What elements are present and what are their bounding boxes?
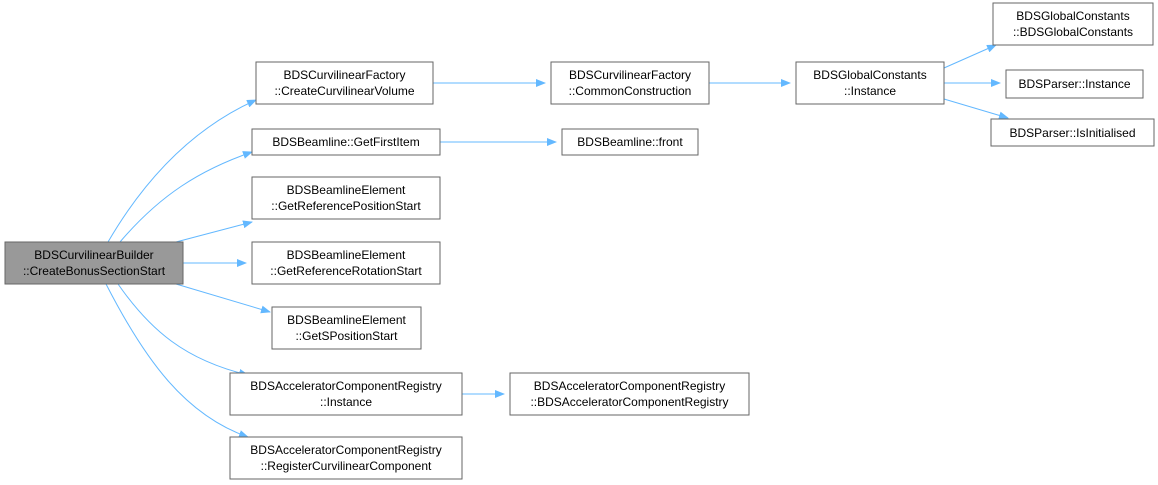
node-global-constants-instance[interactable]: BDSGlobalConstants ::Instance	[795, 61, 945, 105]
node-registry-ctor-line-2: ::BDSAcceleratorComponentRegistry	[530, 395, 728, 409]
node-registry-ctor-line-1: BDSAcceleratorComponentRegistry	[534, 379, 725, 393]
node-get-first-item[interactable]: BDSBeamline::GetFirstItem	[251, 128, 441, 156]
edge-root-to-create-curvilinear-volume	[107, 99, 257, 243]
node-parser-instance-label: BDSParser::Instance	[1018, 77, 1130, 91]
node-ref-position-start-line-1: BDSBeamlineElement	[287, 183, 406, 197]
node-global-constants-instance-line-1: BDSGlobalConstants	[813, 68, 926, 82]
node-ref-position-start-line-2: ::GetReferencePositionStart	[271, 199, 421, 213]
edge-root-to-register-curvilinear	[105, 283, 249, 438]
edge-root-to-get-first-item	[119, 151, 253, 243]
node-common-construction-line-1: BDSCurvilinearFactory	[569, 68, 691, 82]
node-parser-is-initialised[interactable]: BDSParser::IsInitialised	[990, 118, 1155, 147]
node-s-position-start-line-1: BDSBeamlineElement	[287, 313, 406, 327]
edge-root-to-ref-position-start	[175, 220, 253, 243]
node-register-curvilinear-line-2: ::RegisterCurvilinearComponent	[261, 459, 432, 473]
node-parser-is-initialised-label: BDSParser::IsInitialised	[1009, 126, 1135, 140]
node-parser-instance[interactable]: BDSParser::Instance	[1005, 69, 1144, 99]
node-s-position-start-line-2: ::GetSPositionStart	[295, 329, 398, 343]
node-global-constants-instance-line-2: ::Instance	[844, 84, 896, 98]
node-s-position-start[interactable]: BDSBeamlineElement ::GetSPositionStart	[271, 306, 422, 350]
node-ref-rotation-start-line-1: BDSBeamlineElement	[287, 248, 406, 262]
node-beamline-front[interactable]: BDSBeamline::front	[561, 128, 699, 156]
node-root[interactable]: BDSCurvilinearBuilder ::CreateBonusSecti…	[4, 241, 184, 285]
node-root-line-2: ::CreateBonusSectionStart	[23, 264, 166, 278]
edge-root-to-registry-instance	[117, 283, 249, 377]
edge-global-constants-instance-to-parser-is-initialised	[943, 98, 1009, 120]
node-ref-position-start[interactable]: BDSBeamlineElement ::GetReferencePositio…	[251, 176, 441, 220]
node-registry-instance-line-1: BDSAcceleratorComponentRegistry	[250, 379, 441, 393]
node-common-construction-line-2: ::CommonConstruction	[569, 84, 692, 98]
node-global-constants-ctor-line-1: BDSGlobalConstants	[1016, 9, 1129, 23]
node-create-curvilinear-volume-line-2: ::CreateCurvilinearVolume	[274, 84, 414, 98]
edge-root-to-s-position-start	[175, 283, 271, 314]
node-create-curvilinear-volume-line-1: BDSCurvilinearFactory	[283, 68, 405, 82]
node-register-curvilinear[interactable]: BDSAcceleratorComponentRegistry ::Regist…	[229, 436, 463, 480]
node-registry-instance-line-2: ::Instance	[320, 395, 372, 409]
node-root-line-1: BDSCurvilinearBuilder	[34, 248, 153, 262]
node-global-constants-ctor[interactable]: BDSGlobalConstants ::BDSGlobalConstants	[992, 2, 1154, 46]
node-ref-rotation-start[interactable]: BDSBeamlineElement ::GetReferenceRotatio…	[251, 241, 441, 285]
node-registry-instance[interactable]: BDSAcceleratorComponentRegistry ::Instan…	[229, 372, 463, 416]
node-beamline-front-label: BDSBeamline::front	[577, 135, 683, 149]
node-register-curvilinear-line-1: BDSAcceleratorComponentRegistry	[250, 443, 441, 457]
node-global-constants-ctor-line-2: ::BDSGlobalConstants	[1013, 25, 1133, 39]
node-get-first-item-label: BDSBeamline::GetFirstItem	[272, 135, 419, 149]
node-ref-rotation-start-line-2: ::GetReferenceRotationStart	[270, 264, 422, 278]
node-registry-ctor[interactable]: BDSAcceleratorComponentRegistry ::BDSAcc…	[509, 372, 750, 416]
node-common-construction[interactable]: BDSCurvilinearFactory ::CommonConstructi…	[550, 61, 710, 105]
edge-global-constants-instance-to-global-constants-ctor	[943, 44, 997, 69]
node-create-curvilinear-volume[interactable]: BDSCurvilinearFactory ::CreateCurvilinea…	[255, 61, 434, 105]
